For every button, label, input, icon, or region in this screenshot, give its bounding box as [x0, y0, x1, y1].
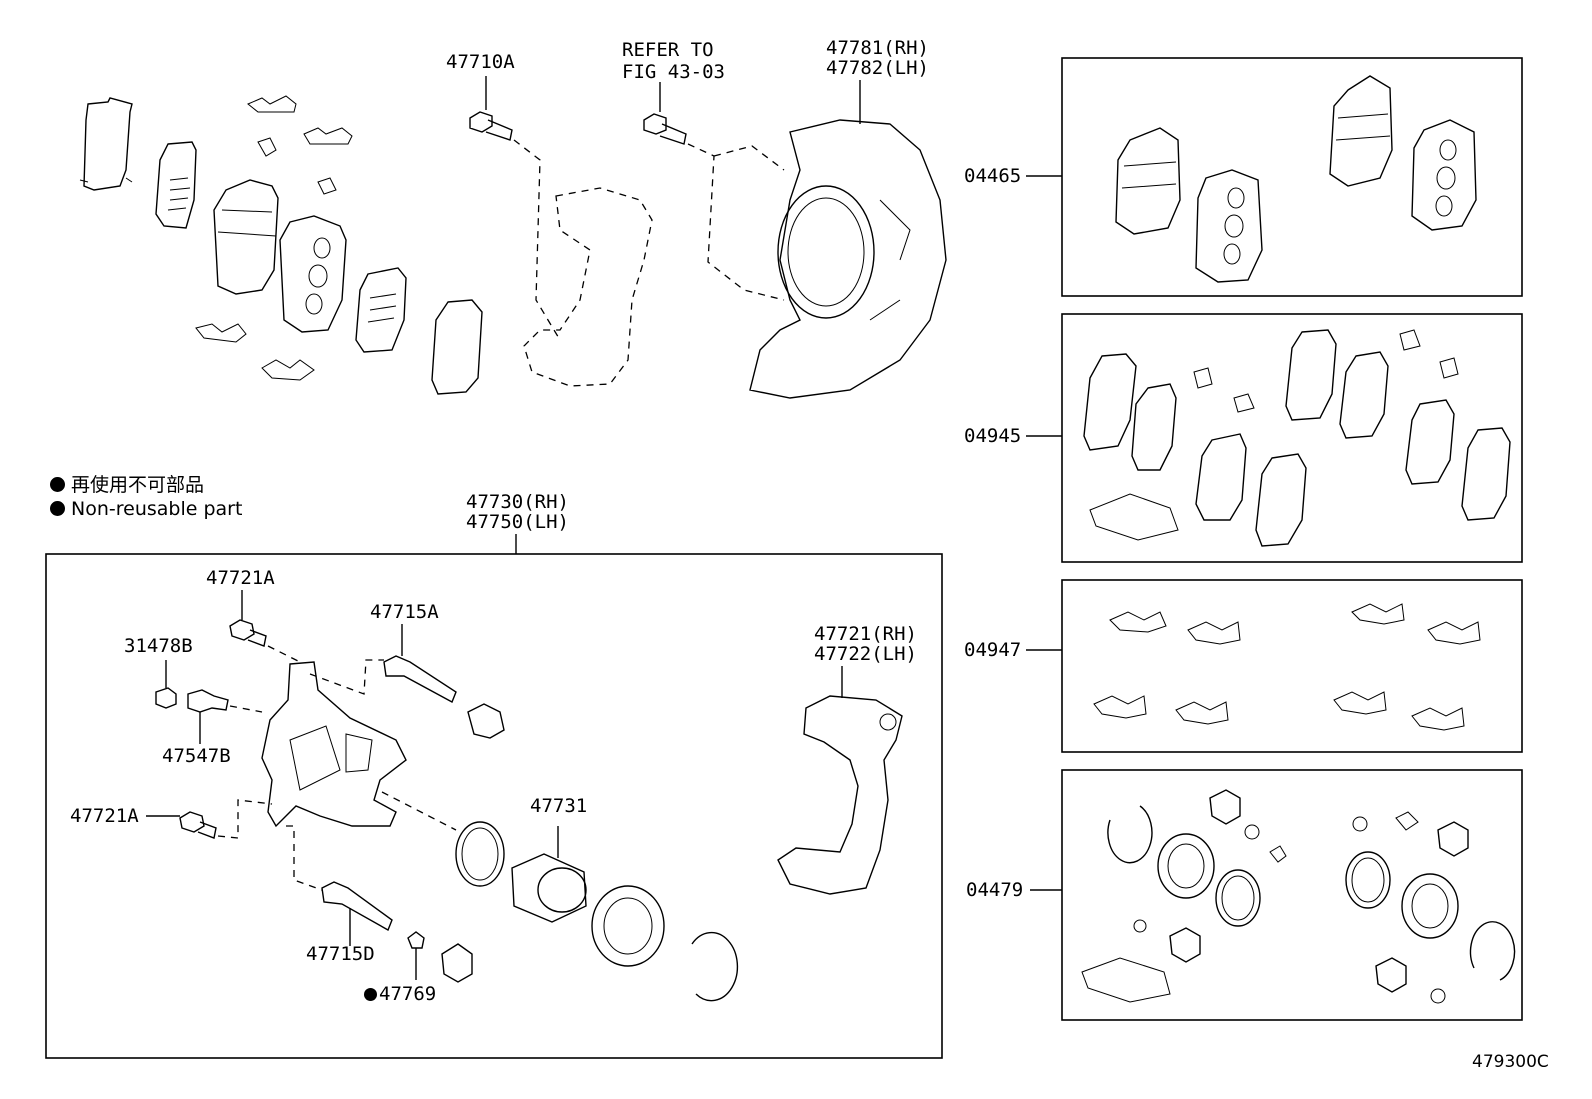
outer-shim-right [431, 299, 483, 395]
label-kit-04479: 04479 [966, 879, 1024, 901]
legend-jp-text: 再使用不可部品 [71, 474, 205, 496]
label-pin-47715d: 47715D [306, 943, 375, 965]
figure-code: 479300C [1472, 1052, 1549, 1072]
label-bolt-47721a-top: 47721A [206, 567, 275, 589]
inner-shim-left [155, 141, 197, 229]
kit-04945-box [1061, 313, 1523, 563]
pad-clip-2 [303, 127, 353, 145]
label-kit-04945: 04945 [964, 425, 1022, 447]
kit-04947-box [1061, 579, 1523, 753]
label-piston-47731: 47731 [530, 795, 588, 817]
kit-boxes [1026, 57, 1523, 1021]
pad-clip-5 [195, 323, 247, 343]
label-mount-lh: 47722(LH) [814, 643, 917, 665]
pad-clip-3 [257, 137, 277, 157]
pad-clip-1 [247, 95, 297, 113]
label-bolt-47710a: 47710A [446, 51, 515, 73]
pad-clip-6 [261, 359, 315, 381]
label-bleeder-47547b: 47547B [162, 745, 231, 767]
legend-en: Non-reusable part [50, 498, 242, 520]
brake-pad-inner [279, 215, 347, 333]
label-bushing-text: 47769 [379, 983, 437, 1005]
label-mount-rh: 47721(RH) [814, 623, 917, 645]
piston [511, 853, 587, 923]
piston-seal [455, 821, 505, 887]
label-bushing-47769: 47769 [364, 984, 436, 1005]
caliper-parts [146, 590, 903, 1002]
label-kit-04465: 04465 [964, 165, 1022, 187]
bolt-47710a [469, 76, 561, 341]
caliper-mounting-bracket [777, 695, 903, 895]
filled-circle-icon [50, 477, 65, 492]
pad-shim-group [79, 95, 483, 395]
label-bolt-47721a-bottom: 47721A [70, 805, 139, 827]
label-kit-04947: 04947 [964, 639, 1022, 661]
caliper-body [261, 661, 407, 828]
legend-en-text: Non-reusable part [71, 498, 243, 520]
outer-shim-left [83, 97, 133, 191]
label-refer-line2: FIG 43-03 [622, 61, 725, 83]
disc-dust-shield [749, 80, 947, 399]
set-ring [691, 931, 739, 1002]
bolt-refer [643, 82, 785, 301]
label-caliper-rh: 47730(RH) [466, 491, 569, 513]
filled-circle-icon [364, 988, 377, 1001]
cylinder-boot [591, 885, 665, 967]
label-caliper-lh: 47750(LH) [466, 511, 569, 533]
legend-jp: 再使用不可部品 [50, 474, 204, 496]
mounting-bracket-upper [523, 187, 653, 387]
kit-04479-box [1061, 769, 1523, 1021]
label-shield-rh: 47781(RH) [826, 37, 929, 59]
inner-shim-right [355, 267, 407, 353]
label-pin-47715a: 47715A [370, 601, 439, 623]
label-shield-lh: 47782(LH) [826, 57, 929, 79]
kit-04465-box [1061, 57, 1523, 297]
brake-pad-outer [213, 179, 279, 295]
filled-circle-icon [50, 501, 65, 516]
label-refer-line1: REFER TO [622, 39, 714, 61]
pad-clip-4 [317, 177, 337, 195]
caliper-assembly-box [45, 553, 943, 1059]
label-cap-31478b: 31478B [124, 635, 193, 657]
